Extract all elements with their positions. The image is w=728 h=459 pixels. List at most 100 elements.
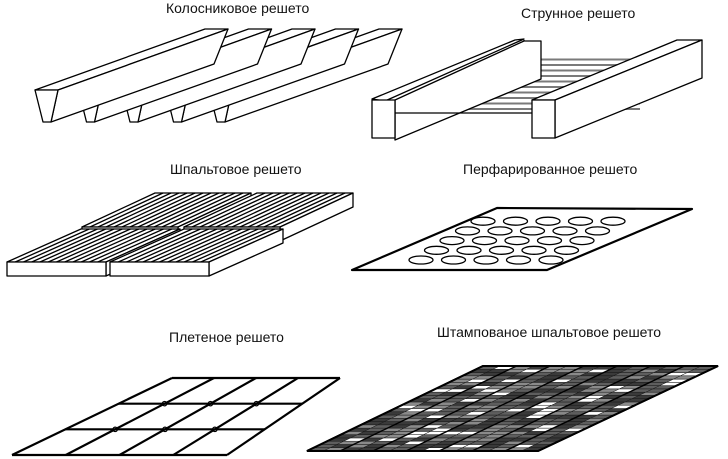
- perforation-hole: [439, 235, 465, 246]
- stamped-sieve-drawing: [306, 365, 719, 452]
- slot-rib: [23, 228, 98, 263]
- stamped-divider: [372, 365, 551, 452]
- slot-rib: [150, 228, 226, 263]
- slot-rib: [39, 228, 115, 263]
- weave-knot: [161, 400, 168, 407]
- grate-sieve-drawing: [34, 28, 403, 123]
- stamped-plate-border: [306, 365, 719, 452]
- slot-rib: [263, 192, 338, 228]
- slab-front: [109, 261, 210, 277]
- title-woven-sieve: Плетеное решето: [169, 329, 284, 345]
- slot-rib: [145, 192, 220, 228]
- slot-rib: [113, 192, 188, 228]
- perforation-hole: [538, 255, 564, 265]
- perforation-hole: [473, 255, 499, 265]
- slot-rib: [239, 192, 314, 228]
- stamped-divider: [504, 365, 685, 452]
- left-beam-side: [394, 40, 542, 141]
- slot-rib: [199, 192, 274, 228]
- title-perforated-sieve: Перфарированное решето: [463, 161, 638, 177]
- perforation-hole: [567, 216, 594, 226]
- slot-rib: [121, 192, 196, 228]
- slot-rib: [97, 228, 173, 263]
- slot-rib: [191, 192, 266, 228]
- slot-rib: [271, 192, 346, 228]
- slot-rib: [134, 228, 210, 263]
- perforation-hole: [471, 235, 498, 246]
- weave-knot: [211, 426, 218, 433]
- weave-knot: [253, 400, 260, 407]
- string-sieve-drawing: [371, 38, 703, 141]
- slot-rib: [247, 192, 322, 228]
- perforation-hole: [487, 226, 513, 236]
- slot-rib: [89, 228, 164, 263]
- perforation-hole: [600, 216, 626, 226]
- title-slotted-sieve: Шпальтовое решето: [170, 161, 302, 177]
- slot-rib: [192, 228, 267, 263]
- slot-rib: [56, 228, 131, 263]
- title-stamped-slotted-sieve: Штампованое шпальтовое решето: [437, 324, 662, 340]
- slot-rib: [89, 192, 164, 228]
- left-beam-end: [371, 99, 396, 139]
- stamped-divider: [405, 365, 585, 452]
- perforation-hole: [408, 255, 434, 265]
- slot-rib: [64, 228, 140, 263]
- slot-rib: [200, 228, 276, 263]
- perforation-hole: [456, 245, 482, 255]
- slot-rib: [117, 228, 193, 263]
- holes: [408, 216, 626, 265]
- perforation-hole: [488, 245, 515, 255]
- perforation-hole: [440, 255, 467, 265]
- perforation-hole: [504, 235, 530, 246]
- slot-rib: [255, 192, 330, 228]
- slab-front: [6, 261, 107, 277]
- right-beam-end: [531, 99, 556, 139]
- weave-knot: [162, 426, 168, 433]
- slot-rib: [159, 228, 234, 263]
- slot-rib: [207, 192, 282, 228]
- weave-knot: [112, 426, 119, 433]
- weave-wire-slanted: [65, 377, 215, 456]
- slot-rib: [231, 192, 306, 228]
- woven-sieve-drawing: [11, 376, 341, 457]
- slot-rib: [142, 228, 218, 263]
- perforation-hole: [505, 255, 532, 265]
- slot-rib: [47, 228, 123, 263]
- slotted-sieve-drawing: [6, 192, 354, 277]
- slot-rib: [80, 228, 156, 263]
- perforated-sieve-drawing: [350, 206, 694, 272]
- weave-wire-slanted: [172, 377, 299, 456]
- slot-rib: [137, 192, 212, 228]
- slot-rib: [215, 192, 290, 228]
- slot-rib: [14, 228, 90, 263]
- stamped-divider: [339, 365, 517, 452]
- slot-rib: [72, 228, 148, 263]
- perforation-hole: [454, 226, 481, 236]
- perforation-hole: [535, 216, 561, 226]
- slot-rib: [169, 192, 244, 228]
- title-grate-sieve: Колосниковое решето: [166, 0, 310, 16]
- perforation-hole: [521, 245, 547, 255]
- perforation-hole: [584, 226, 611, 236]
- slot-rib: [175, 228, 251, 263]
- slot-rib: [183, 228, 259, 263]
- perforation-hole: [536, 235, 563, 246]
- perforation-hole: [423, 245, 450, 255]
- slot-rib: [223, 192, 298, 228]
- bar-end-face: [34, 89, 59, 123]
- slot-rib: [129, 192, 204, 228]
- perforation-hole: [553, 245, 580, 255]
- slot-rib: [31, 228, 107, 263]
- perforation-hole: [519, 226, 546, 236]
- slot-rib: [97, 192, 172, 228]
- perforation-hole: [470, 216, 496, 226]
- slot-rib: [126, 228, 201, 263]
- weave-wire-slanted: [226, 377, 341, 456]
- weave-wire-slanted: [118, 377, 257, 456]
- perforation-hole: [569, 235, 595, 246]
- perforation-hole: [502, 216, 529, 226]
- slot-rib: [161, 192, 236, 228]
- slot-rib: [153, 192, 228, 228]
- title-string-sieve: Струнное решето: [521, 5, 636, 21]
